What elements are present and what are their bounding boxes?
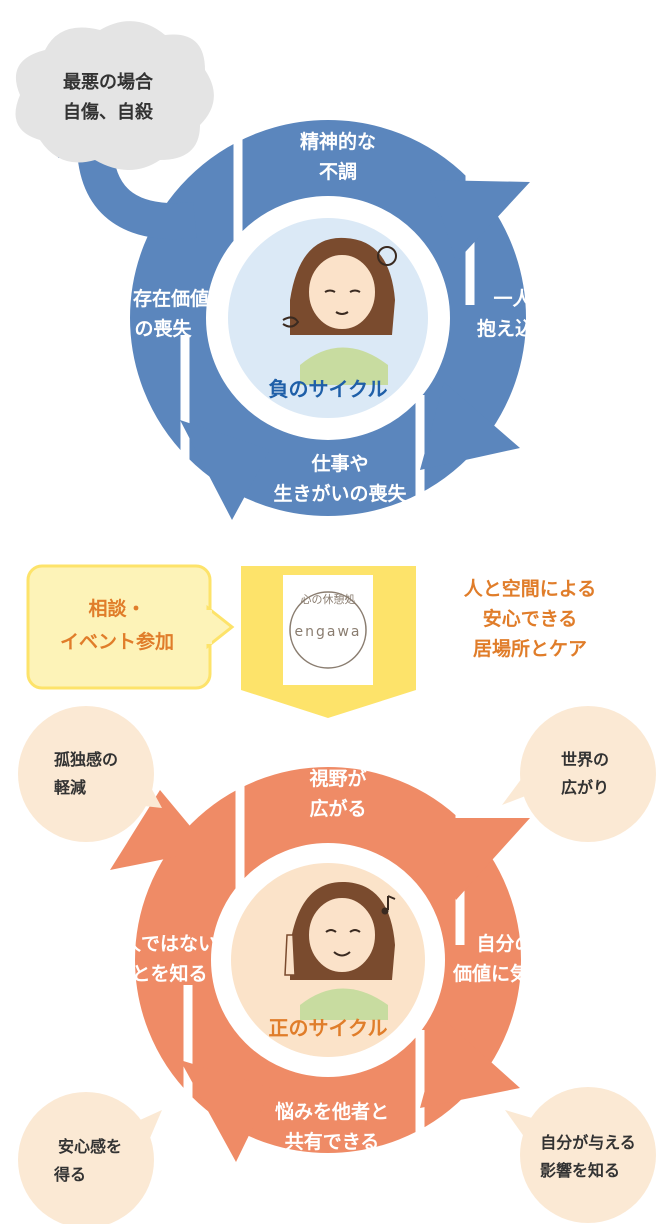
engawa-down-arrow: 心の休憩処 engawa xyxy=(241,566,416,718)
consultation-line-1: 相談・ xyxy=(88,597,145,620)
engawa-logo-line-1: 心の休憩処 xyxy=(301,592,356,606)
positive-step-4-line-1: 一人ではない xyxy=(103,933,217,955)
positive-cycle: 正のサイクル 視野が 広がる 自分の 価値に気づく 悩みを他者と 共有できる 一… xyxy=(103,767,567,1162)
negative-cycle: 負のサイクル 精神的な 不調 一人で 抱え込む 仕事や 生きがいの喪失 存在価値… xyxy=(58,108,553,520)
benefit-2-line-2: 広がり xyxy=(561,778,609,797)
sigh-icon xyxy=(282,316,300,328)
worry-scribble-icon xyxy=(377,246,397,266)
positive-step-3-line-2: 共有できる xyxy=(285,1130,380,1153)
positive-ring xyxy=(135,767,521,1153)
negative-step-2-line-2: 抱え込む xyxy=(477,317,553,340)
benefit-1-line-1: 孤独感の xyxy=(54,750,118,769)
positive-arrowhead-right xyxy=(420,1020,520,1108)
negative-step-4-line-2: の喪失 xyxy=(134,317,192,340)
engawa-logo-line-2: engawa xyxy=(295,624,362,640)
positive-arrowhead-bottom xyxy=(180,1060,272,1162)
benefit-3-line-1: 安心感を xyxy=(58,1137,122,1156)
positive-cycle-title: 正のサイクル xyxy=(269,1016,388,1040)
benefit-1-line-2: 軽減 xyxy=(54,778,86,797)
benefit-bubble-influence: 自分が与える 影響を知る xyxy=(505,1087,656,1223)
consultation-bubble: 相談・ イベント参加 xyxy=(26,564,235,690)
negative-ring xyxy=(130,120,526,516)
benefit-bubble-world: 世界の 広がり xyxy=(502,706,656,842)
positive-arrowhead-left xyxy=(110,790,210,870)
negative-arrowhead-right xyxy=(420,382,520,470)
benefit-bubble-loneliness: 孤独感の 軽減 xyxy=(18,706,162,842)
positive-step-1-line-1: 視野が xyxy=(308,767,366,790)
positive-step-2-line-2: 価値に気づく xyxy=(452,962,567,985)
negative-step-2-line-1: 一人で xyxy=(493,288,550,310)
negative-step-1-line-1: 精神的な xyxy=(300,130,376,153)
care-line-3: 居場所とケア xyxy=(473,638,587,660)
positive-step-3-line-1: 悩みを他者と xyxy=(275,1100,389,1123)
worried-person-illustration xyxy=(282,237,397,385)
negative-arrow-to-cloud xyxy=(77,148,197,240)
pointing-finger-icon xyxy=(284,934,296,976)
music-note-icon xyxy=(381,895,396,915)
benefit-4-line-2: 影響を知る xyxy=(540,1161,620,1180)
care-line-2: 安心できる xyxy=(483,607,578,630)
worst-case-line-2: 自傷、自殺 xyxy=(63,101,154,123)
negative-step-3-line-1: 仕事や xyxy=(310,452,368,475)
negative-step-1-line-2: 不調 xyxy=(319,160,357,183)
positive-step-2-line-1: 自分の xyxy=(476,932,533,955)
positive-arrowhead-top xyxy=(430,818,530,900)
worst-case-cloud: 最悪の場合 自傷、自殺 xyxy=(15,21,214,170)
negative-step-3-line-2: 生きがいの喪失 xyxy=(273,482,407,505)
benefit-2-line-1: 世界の xyxy=(561,750,609,769)
engawa-logo-card xyxy=(283,575,373,685)
benefit-4-line-1: 自分が与える xyxy=(540,1133,636,1152)
positive-step-4-line-2: ことを知る xyxy=(112,962,207,985)
happy-person-illustration xyxy=(284,881,396,1020)
negative-cycle-title: 負のサイクル xyxy=(269,377,388,401)
negative-step-4-line-1: 存在価値 xyxy=(133,287,209,310)
care-line-1: 人と空間による xyxy=(464,577,596,600)
worst-case-line-1: 最悪の場合 xyxy=(63,71,154,93)
negative-arrowhead-bottom xyxy=(180,420,270,520)
consultation-line-2: イベント参加 xyxy=(60,630,174,653)
care-text: 人と空間による 安心できる 居場所とケア xyxy=(464,577,596,660)
positive-step-1-line-2: 広がる xyxy=(309,797,366,820)
engawa-logo-emblem xyxy=(289,591,367,669)
benefit-3-line-2: 得る xyxy=(53,1165,86,1184)
benefit-bubble-relief: 安心感を 得る xyxy=(18,1092,162,1224)
negative-arrowhead-top xyxy=(430,180,530,262)
